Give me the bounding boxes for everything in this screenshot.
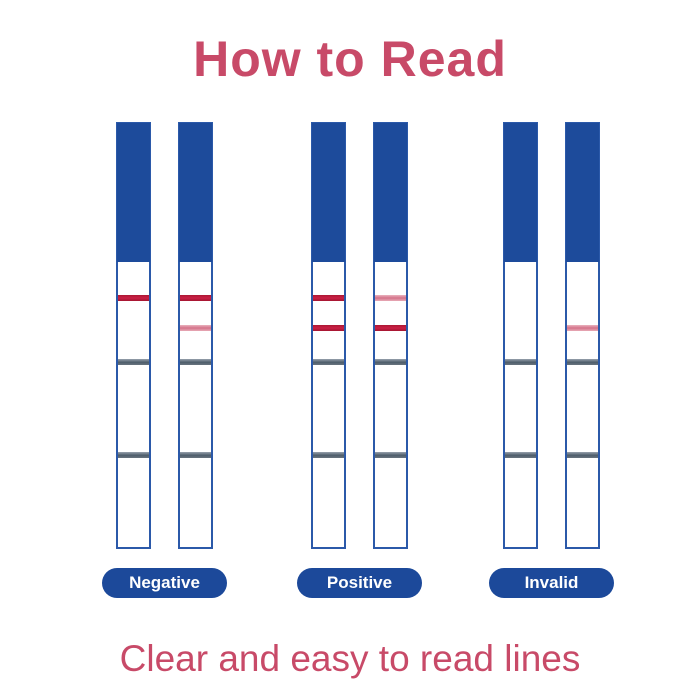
strip-separator (375, 359, 406, 365)
control-line (313, 295, 344, 301)
test-line (567, 325, 598, 331)
control-line (118, 295, 149, 301)
strip-separator (180, 359, 211, 365)
strip-separator (567, 359, 598, 365)
strip-separator (375, 452, 406, 458)
test-strip (565, 122, 600, 549)
test-strip (503, 122, 538, 549)
invalid-strip-group (503, 122, 600, 549)
strip-separator (313, 452, 344, 458)
strip-handle (504, 123, 537, 262)
test-line (313, 325, 344, 331)
test-strip (311, 122, 346, 549)
strip-handle (312, 123, 345, 262)
test-strip (116, 122, 151, 549)
test-strip (373, 122, 408, 549)
strip-separator (180, 452, 211, 458)
positive-strip-group (311, 122, 408, 549)
control-line (180, 295, 211, 301)
invalid-label-badge: Invalid (489, 568, 614, 598)
strip-separator (313, 359, 344, 365)
strips-area (0, 122, 700, 549)
strip-separator (118, 452, 149, 458)
test-strip (178, 122, 213, 549)
strip-separator (567, 452, 598, 458)
strip-separator (505, 359, 536, 365)
page-title: How to Read (193, 31, 507, 87)
strip-handle (117, 123, 150, 262)
negative-label-badge: Negative (102, 568, 227, 598)
strip-handle (179, 123, 212, 262)
control-line (375, 295, 406, 301)
test-line (375, 325, 406, 331)
strip-separator (118, 359, 149, 365)
caption-text: Clear and easy to read lines (119, 638, 581, 679)
strip-handle (566, 123, 599, 262)
positive-label-badge: Positive (297, 568, 422, 598)
negative-strip-group (116, 122, 213, 549)
strip-separator (505, 452, 536, 458)
strip-handle (374, 123, 407, 262)
test-line (180, 325, 211, 331)
